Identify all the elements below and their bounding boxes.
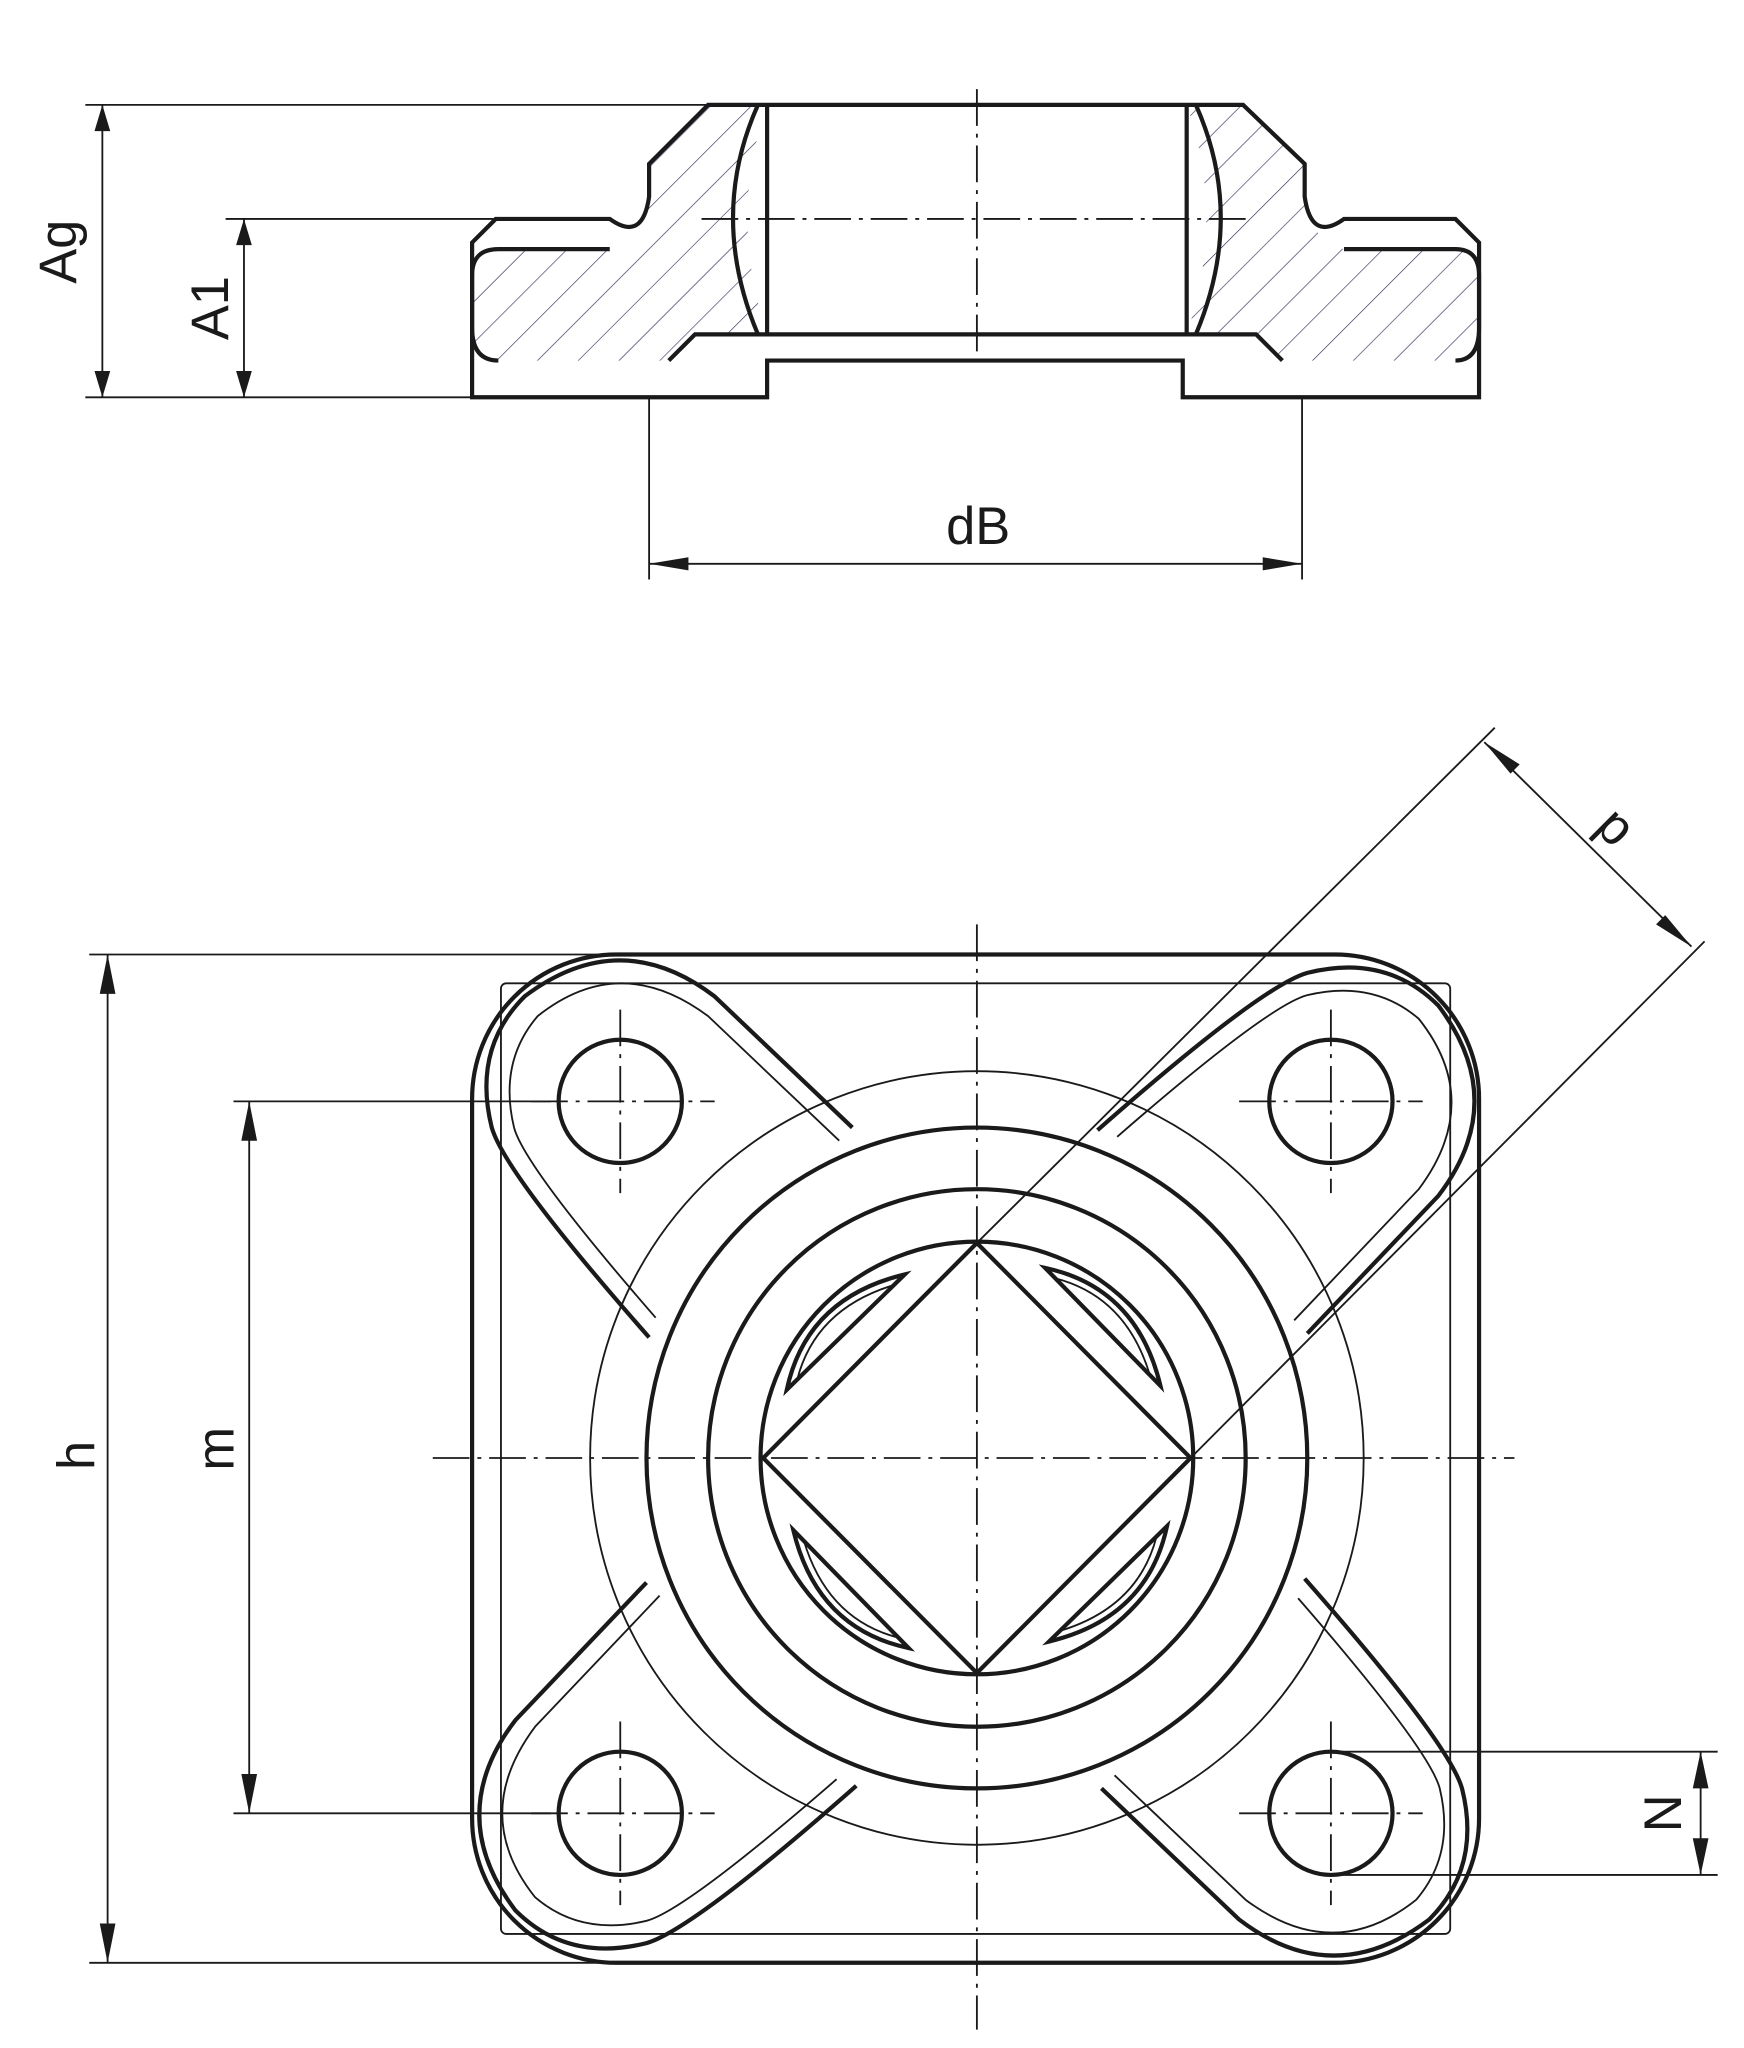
plan-view: h m N d	[48, 727, 1718, 2030]
label-h: h	[48, 1441, 106, 1470]
flange-ears	[477, 958, 1477, 1958]
inner-step	[667, 332, 1284, 363]
label-a1: A1	[182, 276, 240, 340]
flange-round-left	[470, 247, 610, 363]
label-ag: Ag	[30, 220, 88, 284]
section-hatch-right	[1186, 104, 1480, 361]
flange-round-right	[1344, 247, 1482, 363]
label-diagonal: d	[1580, 801, 1642, 863]
section-view: Ag A1 dB	[30, 89, 1482, 580]
label-n: N	[1635, 1794, 1693, 1832]
section-outline	[470, 102, 1482, 400]
section-hatch-left	[472, 104, 768, 361]
label-db: dB	[946, 498, 1010, 556]
dim-line-diagonal	[1483, 741, 1693, 948]
label-m: m	[187, 1427, 245, 1471]
grease-slots	[783, 1264, 1171, 1652]
bolt-holes	[531, 1009, 1423, 1906]
